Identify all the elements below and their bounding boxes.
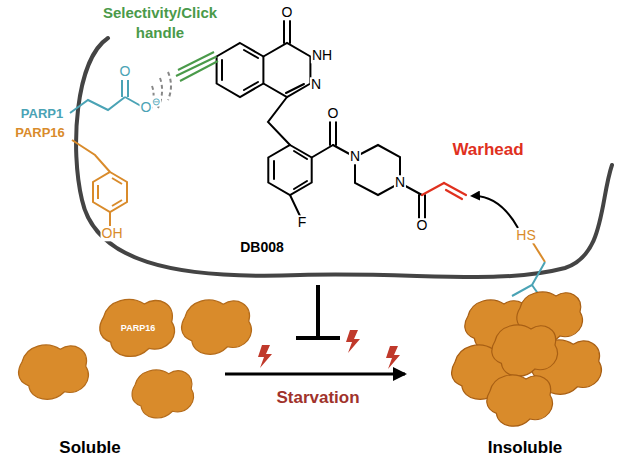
clash-marks [150,72,171,112]
protein-name: PARP16 [121,323,155,333]
parp16-residue [72,140,127,226]
atom-label: O [281,5,294,20]
binding-pocket [76,38,612,277]
protein-label: PARP1 [21,107,63,121]
atom-label: NH [311,48,333,63]
atom-label: F [297,215,308,230]
protein-label: PARP16 [15,126,65,140]
state-label: Soluble [59,439,120,458]
atom-label: N [310,77,322,92]
cysteine-residue [472,196,546,305]
alkyne-handle [176,52,218,81]
lightning-bolts [258,330,400,369]
db008-structure [217,20,425,218]
compound-name: DB008 [240,240,284,255]
protein-blob: PARP16 [98,296,178,360]
atom-label: O [327,106,340,121]
atom-label: HS [515,228,536,243]
atom-label: N [349,149,361,164]
insoluble-aggregate [452,292,602,426]
process-arrow [225,373,405,376]
state-label: Insoluble [488,439,563,458]
process-label: Starvation [276,389,359,408]
annotation-label: Warhead [452,141,523,160]
atom-label: O [416,218,429,233]
soluble-protein [19,300,252,418]
warhead-bonds [422,183,466,199]
atom-label: OH [101,226,124,241]
atom-label: O [119,64,132,79]
charge-label: ⊖ [151,96,161,107]
atom-label: N [394,175,406,190]
inhibition-bar [296,285,340,338]
annotation-label: Selectivity/Click handle [85,3,235,42]
parp1-residue [70,80,141,113]
